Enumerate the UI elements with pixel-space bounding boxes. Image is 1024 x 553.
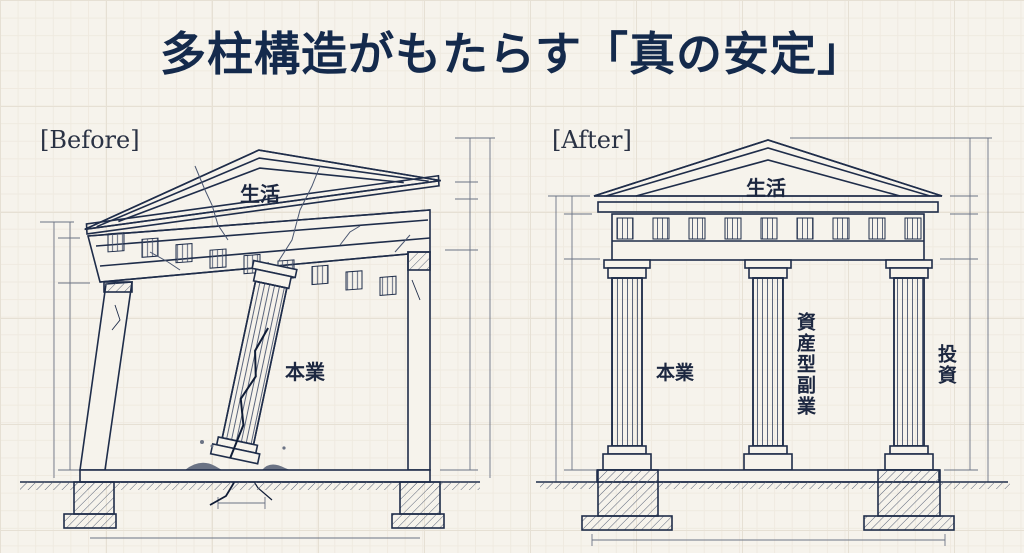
before-right-post — [407, 251, 431, 471]
after-column-3 — [884, 259, 934, 471]
after-pillar-label-2: 資産型副業 — [794, 312, 816, 417]
after-pillar-label-3: 投資 — [935, 344, 957, 386]
before-left-post — [79, 281, 133, 471]
before-pediment — [84, 149, 441, 235]
after-pillar-label-1: 本業 — [656, 362, 695, 384]
before-roof-label: 生活 — [240, 182, 280, 206]
after-pediment — [593, 139, 943, 213]
after-column-2 — [743, 259, 793, 471]
after-footings — [581, 469, 955, 531]
before-pillar-label: 本業 — [285, 360, 325, 384]
after-label: [After] — [552, 126, 632, 154]
before-crack-lines — [149, 165, 411, 273]
before-label: [Before] — [40, 126, 140, 154]
after-column-1 — [602, 259, 652, 471]
page-title: 多柱構造がもたらす「真の安定」 — [159, 27, 865, 81]
after-diagram — [536, 137, 1010, 546]
after-roof-label: 生活 — [746, 176, 786, 200]
after-dimension-lines — [548, 137, 992, 546]
after-entablature — [611, 213, 925, 261]
before-center-pillar — [209, 259, 298, 465]
before-footings — [63, 481, 445, 529]
before-rubble — [185, 440, 290, 470]
before-dimension-lines — [40, 137, 495, 539]
before-diagram — [20, 137, 495, 539]
before-floor-slab — [79, 469, 431, 483]
